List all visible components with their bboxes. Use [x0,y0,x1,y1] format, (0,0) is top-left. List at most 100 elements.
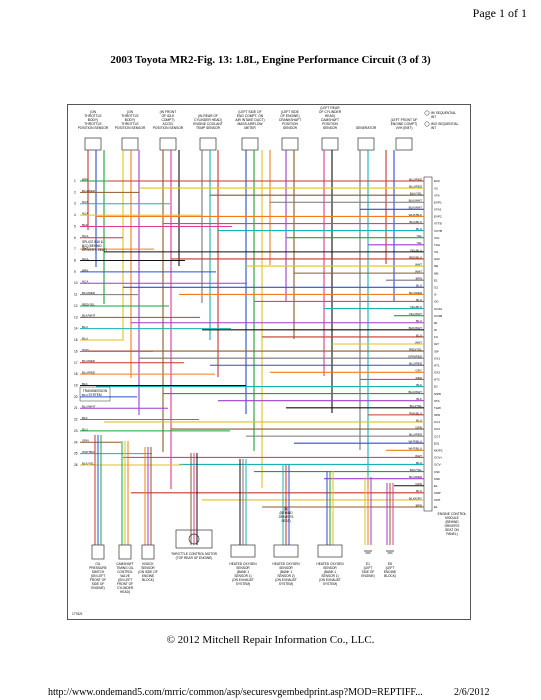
ecm-label: SEAT ON [445,528,459,532]
bottom-component-label: BLOCK) [142,578,154,582]
transmission-label: TRANSMISSION [83,389,108,393]
right-wire-color: BLK/GRY [409,496,422,500]
ecm-pin-label: CMP [434,491,441,495]
ecm-pin-label: OX1 [434,356,440,360]
right-wire-color: RED/BLU [409,255,422,259]
bottom-component-label: (ON EXHAUST [232,578,254,582]
left-wire-number: 17 [74,361,78,365]
bottom-component-label: THROTTLE CONTROL MOTOR [171,552,218,556]
right-wire-color: GRY [416,369,422,373]
left-wire-label: NCA [82,246,88,250]
right-wire-color: BLU [416,319,422,323]
left-wire-label: BLU [82,393,88,397]
left-wire-label: NCA [82,211,88,215]
bottom-component-label: SIDE OF [362,570,375,574]
left-wire-number: 9 [74,270,76,274]
top-component-label: (IN FRONT [160,110,177,114]
top-component-label: ENGINE COOLANT [193,122,223,126]
ecm-pin-label: W [434,328,437,332]
ecm-pin-label: MOP2 [434,449,443,453]
right-wire-color: BLU/RED [409,177,423,181]
bottom-component-label: SENSOR 2) [277,574,294,578]
connector-box [281,137,299,151]
footer-url: http://www.ondemand5.com/mrric/common/as… [48,687,423,698]
left-wire-label: BLU/RED [82,291,96,295]
legend-marker-1 [424,110,430,116]
connector-box [241,137,259,151]
ecm-pin-label: STA [434,399,440,403]
bottom-component-label: SENSOR [279,566,293,570]
connector-box [321,137,339,151]
left-wire-number: 2 [74,190,76,194]
connector-box [159,137,177,151]
footer-date: 2/6/2012 [454,687,490,698]
right-wire-color: BLU/WHT [409,390,423,394]
right-wire-color: BLK/WHT [409,206,423,210]
bottom-component-label: (TOP REAR OF ENGINE) [176,556,213,560]
ecm-label: PANEL) [446,532,457,536]
ecm-pin-label: VCTB [434,229,442,233]
bottom-component-label: (ON LEFT [91,574,106,578]
legend-marker-2 [424,121,430,127]
left-wire-number: 22 [74,418,78,422]
left-wire-number: 12 [74,304,78,308]
top-component-label: OF CYLINDER [319,110,342,114]
right-wire-color: RED [416,376,423,380]
bottom-component-label: SYSTEM) [323,582,337,586]
top-component-label: METER [244,126,256,130]
ecm-pin-label: E1 [434,505,438,509]
left-wire-label: NCA [82,280,88,284]
left-wire-number: 6 [74,236,76,240]
bottom-component-label: SWITCH [92,570,105,574]
legend-text: INT [431,126,436,130]
bottom-component-label: ENGINE) [361,574,374,578]
motor-symbol [188,533,200,545]
top-component-label: THROTTLE [121,122,139,126]
top-component-label: TEMP SENSOR [196,126,221,130]
left-wire-label: GRN [82,439,89,443]
ecm-pin-label: NE- [434,271,439,275]
component-symbol [91,544,105,560]
bottom-component-label: SENSOR [236,566,250,570]
bottom-component-label: HEATED OXYGEN [272,562,300,566]
ecm-pin-label: HT2 [434,378,440,382]
bottom-component-label: (LEFT [364,566,373,570]
ecm-label: ENGINE CONTROL [438,512,467,516]
top-component-label: ACCEL [163,122,174,126]
left-wire-label: BLK/WHT [82,314,96,318]
ecm-pin-label: G2 [434,286,438,290]
bottom-component-label: E8 [388,562,392,566]
component-symbol [273,544,299,558]
right-wire-color: YEL/WHT [409,312,423,316]
ecm-pin-label: E01 [434,441,440,445]
ecm-pin-label: THW [434,406,441,410]
bottom-component-label: KNOCK [142,562,154,566]
ecm-pin-label: VCL [434,236,440,240]
top-component-label: POSITION SENSOR [115,126,146,130]
ecm-pin-label: VTA [434,193,440,197]
ecm-pin-label: VTA2 [434,208,442,212]
left-wire-label: BLU/RED [82,189,96,193]
right-wire-color: BLU/RED [409,475,423,479]
ecm-pin-label: FC [434,335,439,339]
left-wire-label: BLK/YEL [82,461,95,465]
transmission-label: SYSTEM [88,393,101,397]
right-wire-color: BLU/BLU [409,220,422,224]
left-wire-number: 4 [74,213,76,217]
left-wire-label: NCA [82,234,88,238]
connector-box [199,137,217,151]
left-wire-number: 5 [74,224,76,228]
bottom-component-label: CONTROL [117,570,133,574]
bottom-component-label: ENGINE) [91,586,104,590]
top-component-label: CAMSHAFT [321,118,339,122]
left-wire-number: 21 [74,406,78,410]
ecm-pin-label: VG [434,250,439,254]
left-wire-number: 8 [74,259,76,263]
bottom-component-label: SENSOR [141,566,155,570]
left-wire-number: 1 [74,179,76,183]
ecm-pin-label: G- [434,293,437,297]
bottom-component-label: BLOCK) [384,574,396,578]
splice-note: B17 (BEHIND [82,244,102,248]
ecm-pin-label: OX2 [434,371,440,375]
ecm-pin-label: NE [434,264,438,268]
